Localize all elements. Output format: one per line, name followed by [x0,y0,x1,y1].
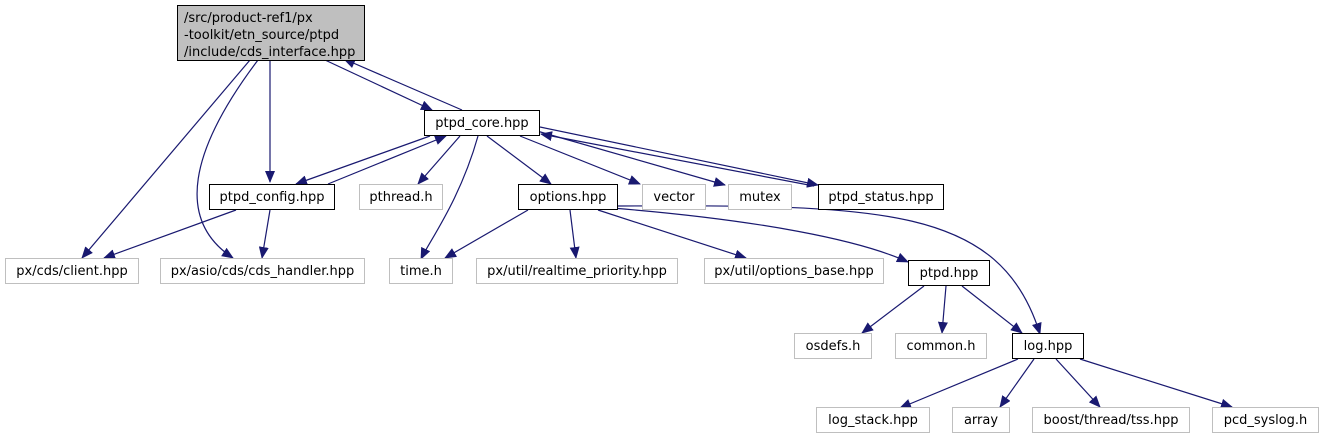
edge-root-to-client [81,59,251,259]
edge-log-to-log-stack [899,358,1019,409]
edge-core-to-pthread [417,135,461,185]
edge-status-to-core [540,131,815,187]
node-ptpd-config[interactable]: ptpd_config.hpp [209,184,335,210]
node-options[interactable]: options.hpp [518,184,618,210]
edge-core-to-vector [519,135,641,185]
edge-config-to-client [103,209,237,259]
node-array: array [952,407,1010,433]
edge-core-to-time [420,135,479,260]
node-pthread: pthread.h [359,184,443,210]
node-log[interactable]: log.hpp [1012,333,1084,359]
edge-options-to-realtime [569,209,580,259]
edge-core-to-config [295,135,431,185]
node-boost-tss: boost/thread/tss.hpp [1032,407,1190,433]
node-ptpd-status[interactable]: ptpd_status.hpp [818,184,944,210]
root-line-1: /src/product-ref1/px [184,11,313,26]
edge-ptpd-to-common [937,285,948,334]
edge-log-to-pcd-syslog [1079,358,1233,409]
node-time: time.h [389,258,453,284]
root-line-3: /include/cds_interface.hpp [184,45,356,60]
node-ptpd-core[interactable]: ptpd_core.hpp [424,110,540,136]
edge-options-to-options-base [597,209,747,260]
node-vector: vector [642,184,706,210]
edge-config-to-core [327,135,447,185]
edge-options-to-time [444,209,529,259]
edge-root-to-core [324,59,433,111]
node-ptpd[interactable]: ptpd.hpp [908,260,990,286]
node-options-base: px/util/options_base.hpp [704,258,884,284]
edge-root-to-cds-handler [196,59,259,259]
edge-config-to-cds-handler [258,209,271,259]
node-pcd-syslog: pcd_syslog.h [1212,407,1319,433]
edge-log-to-array [999,358,1035,408]
root-line-2: -toolkit/etn_source/ptpd [184,28,340,43]
edge-core-to-status [539,126,819,188]
edge-options-to-ptpd [611,207,909,263]
edge-options-to-log [617,205,1042,335]
node-mutex: mutex [728,184,792,210]
node-log-stack: log_stack.hpp [816,407,930,433]
edge-log-to-tss [1055,358,1101,408]
node-common: common.h [895,333,987,359]
node-client: px/cds/client.hpp [5,258,139,284]
edge-core-to-root [343,58,463,111]
edge-ptpd-to-log [961,285,1023,334]
root-node-cds-interface: /src/product-ref1/px -toolkit/etn_source… [177,5,365,61]
edge-core-to-mutex [536,130,726,187]
node-cds-handler: px/asio/cds/cds_handler.hpp [160,258,365,284]
node-osdefs: osdefs.h [794,333,872,359]
edge-ptpd-to-osdefs [861,285,925,334]
edge-core-to-options [486,135,552,185]
node-realtime-priority: px/util/realtime_priority.hpp [476,258,678,284]
